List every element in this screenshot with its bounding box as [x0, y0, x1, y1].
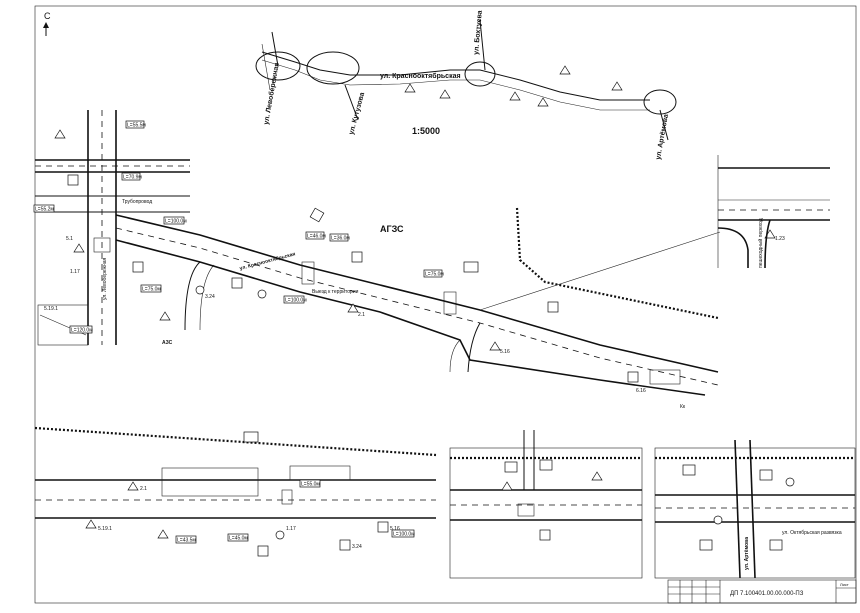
overview-sign — [404, 83, 416, 93]
intersection-ellipse-artyomova — [643, 89, 677, 115]
north-arrow: С — [43, 11, 51, 36]
intersection-ellipse-boktueva — [464, 61, 496, 87]
kk-label: Кк — [680, 404, 686, 410]
substation-symbol — [243, 431, 259, 443]
overview-map: ул. Краснооктябрьская ул. Левобережная у… — [255, 10, 677, 161]
doc-code: ДП 7.100401.00.00.000-ПЗ — [730, 591, 804, 597]
levoberezhnaya-label: ул. Левобережная — [102, 257, 108, 300]
sign-code-labels: 2.1 5.19.1 1.17 3.24 5.16 — [98, 486, 400, 550]
artyomova-label: ул. Артёмова — [744, 537, 750, 570]
intersection-ellipse-kutuzova — [306, 51, 360, 85]
svg-text:L=75.0м: L=75.0м — [142, 287, 161, 293]
svg-text:5.16: 5.16 — [500, 349, 510, 355]
svg-text:3.24: 3.24 — [205, 294, 215, 300]
detail-right-inset: пешеходный переход — [717, 155, 830, 269]
svg-text:L=55.2м: L=55.2м — [35, 207, 54, 213]
pipeline-label: Трубопровод — [122, 199, 152, 205]
exit-label: Выезд к территории — [312, 289, 359, 295]
pedestrian-crossing — [517, 503, 535, 517]
title-block: ДП 7.100401.00.00.000-ПЗ Лист — [667, 579, 857, 604]
svg-text:5.16: 5.16 — [390, 526, 400, 532]
sheet-frame — [34, 5, 857, 604]
svg-text:L=100.0м: L=100.0м — [393, 532, 415, 538]
svg-text:L=100.0м: L=100.0м — [165, 219, 187, 225]
sheet-label: Лист — [840, 582, 849, 587]
agzs-label: АГЗС — [380, 224, 404, 234]
azs-label: АЗС — [162, 340, 173, 346]
overview-street-levoberezhnaya: ул. Левобережная — [262, 62, 281, 125]
svg-text:5.1: 5.1 — [66, 236, 73, 242]
bottom-strip-right: ул. Артёмова ул. Октябрьская развязка — [654, 439, 856, 579]
svg-text:1.17: 1.17 — [70, 269, 80, 275]
bottom-strip-left: L=43.5м L=45.0м L=55.0м L=100.0м 2.1 5.1… — [34, 426, 437, 557]
pedestrian-crossing — [93, 237, 681, 385]
intersection-ellipse-levoberezhnaya — [255, 51, 301, 81]
overview-street-boktueva: ул. Бохтуева — [473, 10, 484, 55]
svg-text:L=75.0м: L=75.0м — [425, 272, 444, 278]
svg-text:5.19.1: 5.19.1 — [98, 526, 112, 532]
main-plan: ул. Краснооктябрьская ул. Левобережная А… — [33, 110, 785, 410]
overview-street-krasnooktyabrskaya: ул. Краснооктябрьская — [380, 72, 461, 80]
svg-text:L=46.0м: L=46.0м — [307, 234, 326, 240]
svg-text:2.1: 2.1 — [140, 486, 147, 492]
svg-text:1.17: 1.17 — [286, 526, 296, 532]
road-sign — [85, 481, 389, 557]
length-callout: L=55.5м L=70.9м L=100.0м L=55.2м L=75.0м… — [33, 120, 444, 334]
svg-text:5.19.1: 5.19.1 — [44, 306, 58, 312]
svg-text:L=55.5м: L=55.5м — [127, 123, 146, 129]
svg-text:L=120.0м: L=120.0м — [71, 328, 93, 334]
svg-text:L=43.5м: L=43.5м — [177, 538, 196, 544]
svg-text:6.16: 6.16 — [636, 388, 646, 394]
svg-text:L=36.0м: L=36.0м — [331, 236, 350, 242]
svg-text:L=45.0м: L=45.0м — [229, 536, 248, 542]
svg-text:3.24: 3.24 — [352, 544, 362, 550]
north-label: С — [44, 11, 51, 21]
railway — [515, 207, 719, 320]
svg-text:2.1: 2.1 — [358, 312, 365, 318]
length-callout: L=43.5м L=45.0м L=55.0м L=100.0м — [175, 479, 415, 544]
detail-right-label: пешеходный переход — [757, 218, 764, 268]
bottom-strip-middle — [449, 430, 643, 579]
overview-street-artyomova: ул. Артёмова — [655, 114, 670, 161]
svg-text:L=55.0м: L=55.0м — [301, 482, 320, 488]
sign-code-labels: 5.1 1.17 5.19.1 3.24 2.1 5.16 1.23 6.16 — [44, 236, 785, 394]
oktyabrskaya-label: ул. Октябрьская развязка — [782, 530, 842, 536]
scale-label: 1:5000 — [412, 126, 440, 136]
svg-text:L=70.9м: L=70.9м — [123, 175, 142, 181]
pedestrian-crossing — [281, 489, 293, 505]
svg-text:L=100.0м: L=100.0м — [285, 298, 307, 304]
overview-street-kutuzova: ул. Кутузова — [348, 92, 366, 136]
road-sign — [54, 129, 776, 383]
svg-text:1.23: 1.23 — [775, 236, 785, 242]
